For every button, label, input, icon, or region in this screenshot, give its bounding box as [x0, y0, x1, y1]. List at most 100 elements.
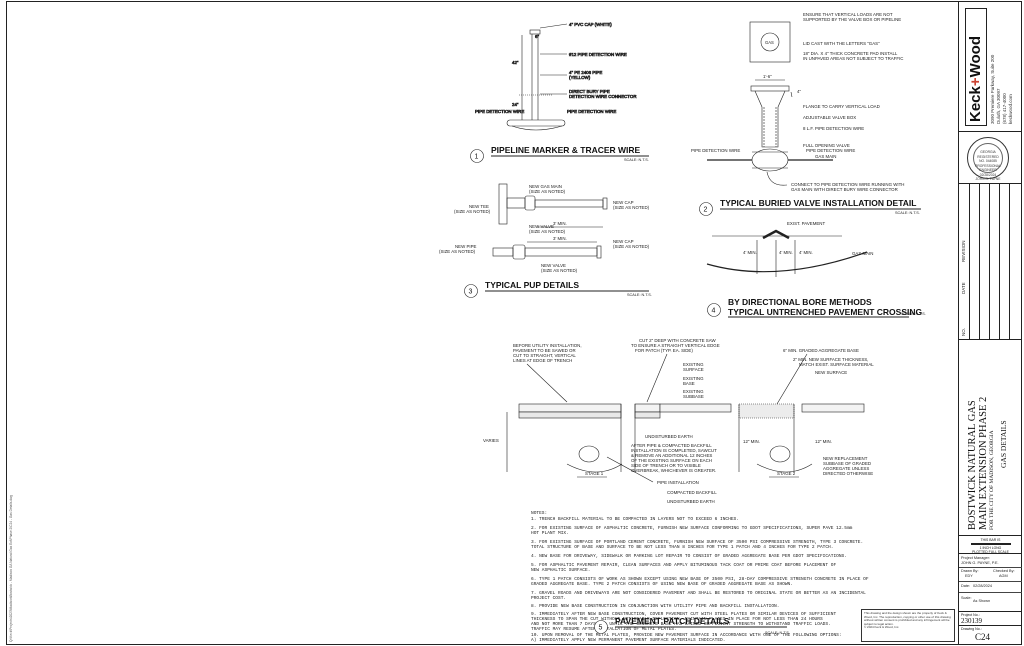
- d5-after-0: AFTER PIPE & COMPACTED BACKFILL: [631, 443, 712, 448]
- d2-label-10: GAS MAIN: [815, 154, 836, 159]
- d5-b-2: UNDISTURBED EARTH: [667, 499, 715, 504]
- drawing-no-value: C24: [975, 632, 991, 642]
- d5-leader-4: [606, 456, 654, 483]
- detail-3-title: TYPICAL PUP DETAILS: [485, 280, 579, 290]
- logo-text: Keck+Wood: [967, 36, 984, 122]
- d2-label-11: PIPE DETECTION WIRE: [691, 148, 740, 153]
- copyright-box: This drawing and the design shown are th…: [861, 609, 955, 642]
- d3-label-3: (SIZE AS NOTED): [454, 209, 491, 214]
- d1-label-1: #12 PIPE DETECTION WIRE: [569, 52, 627, 57]
- concrete-pad: [750, 85, 790, 92]
- d3-label-7: (SIZE AS NOTED): [529, 229, 566, 234]
- d3-label-8: NEW PIPE: [455, 244, 477, 249]
- gas-main-vertical: [498, 183, 508, 225]
- revision-table: NO. DATE REVISION: [959, 184, 1022, 340]
- varies-label: VARIES: [483, 438, 499, 443]
- scale-bar: THIS BAR IS 1 INCH LONG PLOTTED FULL SCA…: [959, 536, 1022, 554]
- logo-right: Wood: [967, 36, 984, 78]
- d1-dim-2: 24": [512, 102, 519, 107]
- gas-main-section: [506, 119, 566, 127]
- d1-dim-0: 6": [535, 34, 539, 39]
- note-line-8: 6. TYPE 1 PATCH CONSISTS OF WORK AS SHOW…: [531, 576, 869, 582]
- info-divider-3: [959, 592, 1022, 593]
- pup-pipe-2b: [524, 247, 598, 257]
- exist-pavement-mark: [762, 229, 790, 240]
- date-label: Date:: [961, 584, 971, 588]
- note-line-4: TOTAL STRUCTURE OF BASE AND SURFACE TO B…: [531, 544, 833, 550]
- d3-label-11: (SIZE AS NOTED): [613, 244, 650, 249]
- d1-dim-1: 42": [512, 60, 519, 65]
- detail-5-title: PAVEMENT PATCH DETAILS: [615, 616, 730, 626]
- d4-dim-1: 4' MIN.: [779, 250, 793, 255]
- scale-value: As Shown: [973, 599, 991, 603]
- rev-col-3: [989, 184, 990, 339]
- d5-b-0: PIPE INSTALLATION: [657, 480, 699, 485]
- drawing-sheet: 4" PVC CAP (WHITE) #12 PIPE DETECTION WI…: [6, 1, 1022, 645]
- note-line-13: 9. IMMEDIATELY AFTER NEW BASE CONSTRUCTI…: [531, 611, 836, 617]
- d2-label-12: CONNECT TO PIPE DETECTION WIRE RUNNING W…: [791, 182, 904, 187]
- d5-rt-3: NEW SURFACE: [815, 370, 847, 375]
- note-line-18: A) IMMEDIATELY APPLY NEW PERMANENT PAVEM…: [531, 637, 725, 643]
- d1-label-0: 4" PVC CAP (WHITE): [569, 22, 612, 27]
- d5-b-1: COMPACTED BACKFILL: [667, 490, 717, 495]
- d1-label-7: PIPE DETECTION WIRE: [567, 109, 616, 114]
- d5-mid-0: CUT 2" DEEP WITH CONCRETE SAW: [639, 338, 716, 343]
- note-line-15: AND NOT MORE THAN 7 DAYS AND UNTIL THE C…: [531, 621, 831, 627]
- seal-line-1: REGISTERED: [977, 154, 999, 159]
- s2-patch-aggregate: [738, 403, 795, 419]
- d3-label-5: (SIZE AS NOTED): [613, 205, 650, 210]
- copyright-year: © 2024 Keck & Wood, Inc.: [864, 625, 900, 630]
- s2-pipe: [769, 445, 791, 463]
- detail-4-subtitle: TYPICAL UNTRENCHED PAVEMENT CROSSING: [728, 307, 922, 317]
- detail-4-number: 4: [712, 308, 716, 315]
- file-path: Q:\Keck\Projects\2023\Madison\Bostwick -…: [9, 494, 13, 642]
- s2-pipe-bed: [756, 463, 813, 473]
- checked-by-value: AGM: [999, 574, 1008, 578]
- d4-dim-2: 4' MIN.: [799, 250, 813, 255]
- pm-label: Project Manager:: [961, 556, 990, 560]
- company-logo: [965, 8, 987, 126]
- s2-surface-right: [801, 403, 865, 413]
- lid-text: GAS: [765, 40, 774, 45]
- tracer-wire: [511, 125, 563, 131]
- d3-label-0: NEW GAS MAIN: [529, 184, 562, 189]
- d2-label-0: ENSURE THAT VERTICAL LOADS ARE NOT: [803, 12, 893, 17]
- company-address: 3090 Premiere Parkway, Suite 200 Duluth,…: [990, 55, 1014, 124]
- d5-rt-0: 6" MIN. GRADED AGGREGATE BASE: [783, 348, 859, 353]
- seal-line-3: PROFESSIONAL: [975, 163, 1001, 168]
- project-no-value: 230139: [961, 617, 982, 625]
- rev-header-revision: REVISION: [961, 240, 966, 262]
- engineer-seal: GEORGIA REGISTERED NO. 044085 PROFESSION…: [967, 137, 1009, 181]
- d5-after-1: INSTALLATION IS COMPLETED, SAWCUT: [631, 448, 717, 453]
- rev-col-5: [1009, 184, 1010, 339]
- note-line-10: 7. GRAVEL ROADS AND DRIVEWAYS ARE NOT CO…: [531, 590, 866, 596]
- note-line-2: HOT PLANT MIX.: [531, 530, 569, 536]
- detail-2-scale: SCALE: N.T.S.: [895, 211, 920, 215]
- project-number-cell: Project No.: 230139: [959, 612, 1022, 626]
- detail-2-buried-valve: GAS 1'-6" 4" ENSURE THAT VERTICAL LOADS …: [691, 12, 921, 216]
- d5-rt-2: MATCH EXIST. SURFACE MATERIAL: [799, 362, 874, 367]
- d5-r-1: SUBBASE OF GRADED: [823, 461, 871, 466]
- bar-text-1: THIS BAR IS: [980, 538, 1001, 542]
- d2-label-8: FULL OPENING VALVE: [803, 143, 850, 148]
- seal-text: GEORGIA REGISTERED NO. 044085 PROFESSION…: [973, 143, 1003, 181]
- detail-4-title: BY DIRECTIONAL BORE METHODS: [728, 297, 872, 307]
- pup-pipe-2a: [492, 247, 514, 257]
- d4-label-1: GAS MAIN: [852, 251, 873, 256]
- drawing-number-cell: Drawing No.: C24: [959, 626, 1022, 644]
- note-line-5: 4. NEW BASE FOR DRIVEWAY, SIDEWALK OR PA…: [531, 553, 847, 559]
- address-line-3: keckwood.com: [1008, 94, 1013, 124]
- project-title-panel: BOSTWICK NATURAL GAS MAIN EXTENSION PHAS…: [959, 340, 1022, 536]
- valve-flanges: [752, 151, 788, 169]
- detail-3-number: 3: [469, 289, 473, 296]
- d2-label-2: LID CAST WITH THE LETTERS "GAS": [803, 41, 880, 46]
- leader-cap: [539, 23, 568, 29]
- d3-label-12: NEW VALVE: [541, 263, 566, 268]
- s1-pipe-bed: [566, 463, 623, 473]
- detail-1-number-circle: [470, 149, 484, 163]
- detail-1-number: 1: [475, 154, 479, 161]
- d1-label-2: 4" PE 2406 PIPE: [569, 70, 602, 75]
- s1-pipe: [578, 445, 600, 463]
- s1-base-right: [634, 411, 661, 419]
- d3-label-10: NEW CAP: [613, 239, 634, 244]
